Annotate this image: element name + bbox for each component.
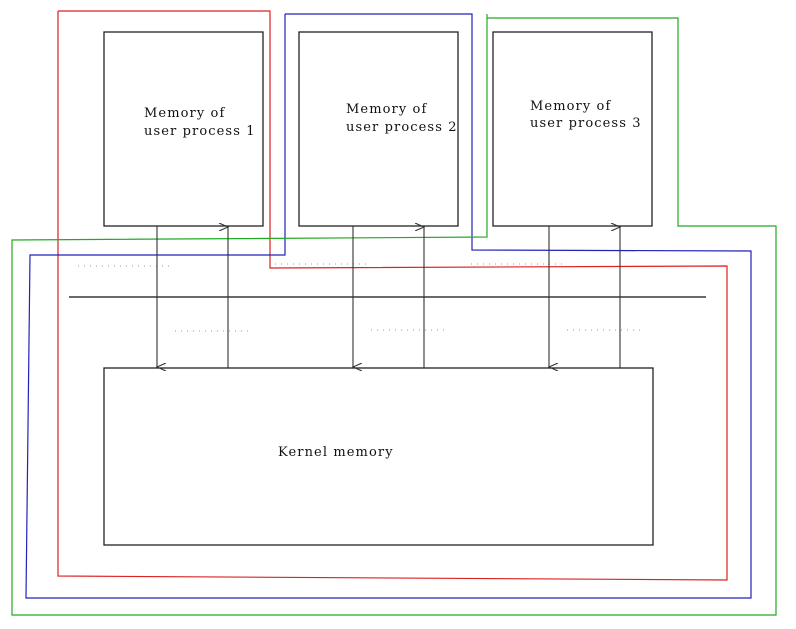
user-process-2-memory: Memory of user process 2 xyxy=(298,31,459,227)
kernel-memory-label: Kernel memory xyxy=(278,445,394,460)
kernel-memory: Kernel memory xyxy=(103,367,654,546)
user-process-2-label-line2: user process 2 xyxy=(346,120,458,135)
process1-address-space-outline xyxy=(57,10,728,581)
user-process-3-label-line2: user process 3 xyxy=(530,116,642,131)
user-process-1-label-line1: Memory of xyxy=(144,106,225,121)
user-process-3-memory: Memory of user process 3 xyxy=(492,31,653,227)
user-process-2-label-line1: Memory of xyxy=(346,102,427,117)
user-process-1-label-line2: user process 1 xyxy=(144,124,256,139)
user-process-1-memory: Memory of user process 1 xyxy=(103,31,264,227)
process2-address-space-outline xyxy=(25,13,752,599)
user-process-3-label-line1: Memory of xyxy=(530,99,611,114)
process3-address-space-outline xyxy=(11,14,777,616)
